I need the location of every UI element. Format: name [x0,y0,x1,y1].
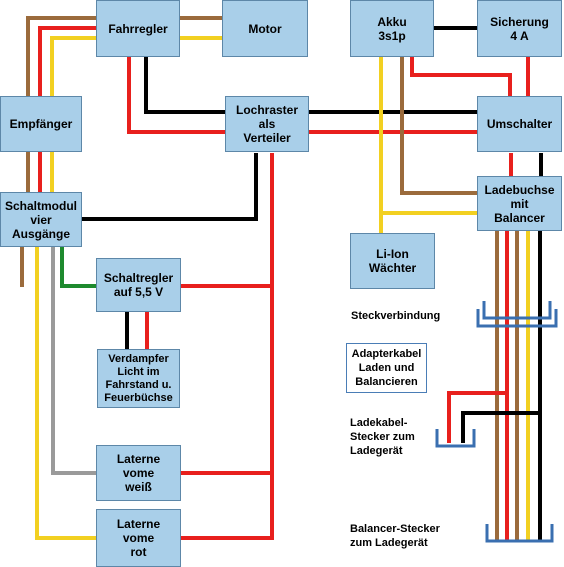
connector-ladekabel [435,429,476,448]
wire-brown-empfaenger-motor [26,16,262,96]
wire-green-schaltmodul-schaltregler [60,247,97,288]
box-ladebuchse: Ladebuchse mit Balancer [477,176,562,231]
wire-black-verteiler-schaltmodul [81,153,258,221]
label-steckverbindung: Steckverbindung [351,310,441,322]
box-empfaenger: Empfänger [0,96,82,152]
wire-yellow-empfaenger-motor [50,36,262,96]
box-schaltmodul: Schaltmodul vier Ausgänge [0,192,82,247]
box-schaltregler: Schaltregler auf 5,5 V [96,258,181,312]
wire-black-ladekabel [461,411,540,443]
box-liion-waechter: Li-Ion Wächter [350,233,435,289]
box-adapterkabel: Adapterkabel Laden und Balancieren [346,343,427,393]
connector-balancer [485,524,554,543]
wire-grey-schaltmodul-laterne [51,247,97,475]
box-sicherung: Sicherung 4 A [477,0,562,57]
wire-black-fahrregler-verteiler [144,57,226,114]
connector-steckverbindung-lower [476,309,558,328]
label-balancer-stecker: Balancer-Stecker zum Ladegerät [350,523,440,549]
box-laterne-rot: Laterne vome rot [96,509,181,567]
wire-red-akku-umschalter [410,57,512,96]
wire-yellow-akku-ladebuchse [379,57,478,215]
box-motor: Motor [222,0,308,57]
box-verdampfer: Verdampfer Licht im Fahrstand u. Feuerbü… [97,349,180,408]
connector-steckverbindung-upper [482,301,552,320]
box-lochraster-verteiler: Lochraster als Verteiler [225,96,309,152]
wire-red-ladekabel [447,391,507,443]
wire-red-empfaenger-fahrregler [38,26,97,96]
wire-brown-akku-ladebuchse [400,57,478,195]
wire-red-fahrregler-verteiler [127,57,226,134]
label-ladekabel-stecker: Ladekabel- Stecker zum Ladegerät [350,417,415,457]
wire-red-verteiler-verteilung [180,153,274,540]
box-fahrregler: Fahrregler [96,0,180,57]
box-laterne-weiss: Laterne vome weiß [96,445,181,501]
box-akku: Akku 3s1p [350,0,434,57]
box-umschalter: Umschalter [477,96,562,152]
wire-yellow-schaltmodul-laterne [35,247,97,540]
